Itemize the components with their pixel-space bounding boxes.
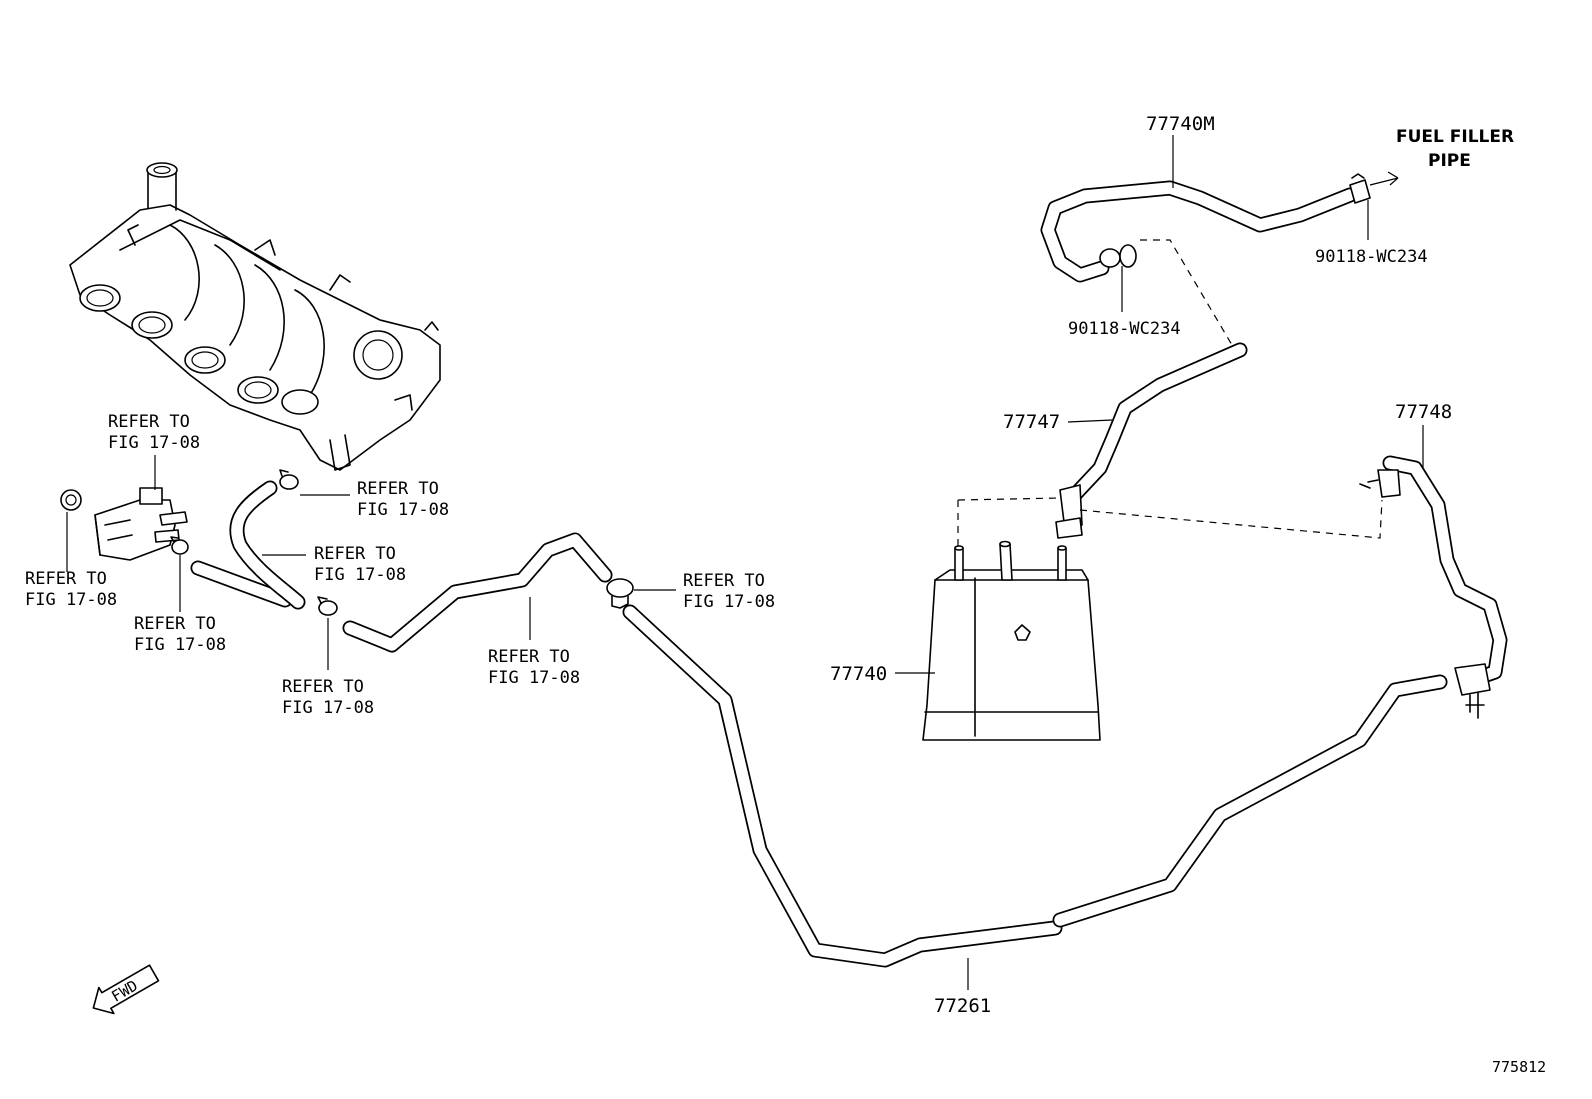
label-77740: 77740 — [830, 663, 887, 685]
purge-valve — [94, 487, 188, 561]
refer-line1: REFER TO — [25, 569, 107, 589]
label-fuel-filler-line1: FUEL FILLER — [1396, 127, 1514, 147]
clamp-center — [606, 578, 634, 609]
refer-callout-5: REFER TO FIG 17-08 — [134, 614, 226, 655]
label-77740M: 77740M — [1146, 113, 1215, 135]
refer-line2: FIG 17-08 — [282, 698, 374, 718]
refer-line2: FIG 17-08 — [134, 635, 226, 655]
clamp-small-3 — [317, 596, 338, 616]
refer-line1: REFER TO — [108, 412, 190, 432]
refer-callout-7: REFER TO FIG 17-08 — [488, 647, 580, 688]
canister-77740 — [922, 540, 1101, 741]
refer-callout-4: REFER TO FIG 17-08 — [25, 569, 117, 610]
refer-line2: FIG 17-08 — [683, 592, 775, 612]
purge-hose — [342, 532, 613, 653]
refer-callout-2: REFER TO FIG 17-08 — [357, 479, 449, 520]
refer-line1: REFER TO — [314, 544, 396, 564]
label-fuel-filler-line2: PIPE — [1428, 151, 1471, 171]
refer-callout-1: REFER TO FIG 17-08 — [108, 412, 200, 453]
intake-manifold — [69, 162, 441, 471]
connector-77748-top — [1359, 469, 1401, 498]
refer-line1: REFER TO — [357, 479, 439, 499]
label-clamp-right: 90118-WC234 — [1315, 247, 1428, 267]
grommet — [60, 489, 82, 511]
refer-line2: FIG 17-08 — [108, 433, 200, 453]
clamp-left-wc234 — [1099, 244, 1137, 268]
refer-line2: FIG 17-08 — [25, 590, 117, 610]
refer-callout-6: REFER TO FIG 17-08 — [282, 677, 374, 718]
refer-line1: REFER TO — [282, 677, 364, 697]
label-clamp-left: 90118-WC234 — [1068, 319, 1181, 339]
refer-callout-3: REFER TO FIG 17-08 — [314, 544, 406, 585]
fwd-arrow: FWD — [92, 964, 160, 1015]
clamp-small-1 — [279, 469, 299, 490]
clamp-right-wc234 — [1349, 173, 1371, 204]
refer-line1: REFER TO — [488, 647, 570, 667]
refer-line1: REFER TO — [134, 614, 216, 634]
label-diagram-id: 775812 — [1492, 1058, 1546, 1076]
hose-vsv-lower — [190, 480, 306, 610]
clamp-small-2 — [170, 536, 189, 555]
refer-line2: FIG 17-08 — [314, 565, 406, 585]
dashed-guides — [957, 239, 1383, 548]
hose-77261 — [622, 604, 1448, 968]
hose-77747 — [1062, 342, 1248, 508]
leader-lines — [66, 135, 1424, 990]
refer-line2: FIG 17-08 — [357, 500, 449, 520]
connector-77748-bottom — [1454, 663, 1491, 719]
label-77747: 77747 — [1003, 411, 1060, 433]
refer-callout-8: REFER TO FIG 17-08 — [683, 571, 775, 612]
refer-line2: FIG 17-08 — [488, 668, 580, 688]
hose-77748 — [1382, 455, 1508, 688]
label-77748: 77748 — [1395, 401, 1452, 423]
connector-77747 — [1055, 484, 1083, 539]
label-77261: 77261 — [934, 995, 991, 1017]
refer-line1: REFER TO — [683, 571, 765, 591]
hose-77740M — [1040, 180, 1358, 283]
